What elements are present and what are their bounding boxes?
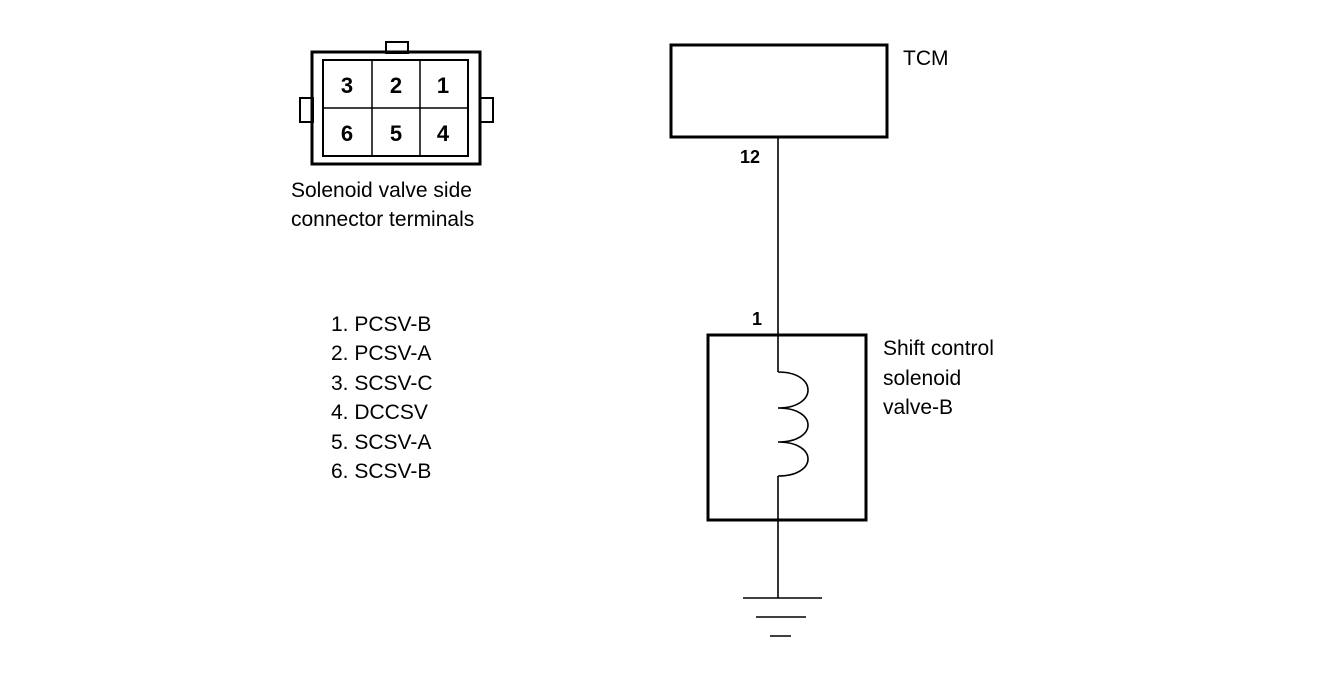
terminal-6: 6 <box>341 121 353 146</box>
terminal-2: 2 <box>390 73 402 98</box>
solenoid-label-line1: Shift control <box>883 337 994 360</box>
tcm-box <box>669 43 889 139</box>
solenoid-box <box>706 333 868 522</box>
legend-item: 4. DCCSV <box>331 401 428 424</box>
tcm-label: TCM <box>903 47 949 70</box>
connector-drawing: 3 2 1 6 5 4 <box>299 41 494 166</box>
connector-outer-housing <box>310 50 482 166</box>
connector-caption-line2: connector terminals <box>291 208 474 231</box>
legend-item: 6. SCSV-B <box>331 460 431 483</box>
solenoid-label-line3: valve-B <box>883 396 953 419</box>
legend-item: 5. SCSV-A <box>331 431 431 454</box>
legend-item: 1. PCSV-B <box>331 313 431 336</box>
legend-item: 3. SCSV-C <box>331 372 433 395</box>
terminal-legend: 1. PCSV-B 2. PCSV-A 3. SCSV-C 4. DCCSV 5… <box>331 313 433 483</box>
terminal-3: 3 <box>341 73 353 98</box>
solenoid-coil-icon <box>777 371 809 477</box>
terminal-4: 4 <box>437 121 450 146</box>
terminal-1: 1 <box>437 73 449 98</box>
legend-item: 2. PCSV-A <box>331 342 431 365</box>
ground-icon <box>743 597 822 637</box>
solenoid-label-line2: solenoid <box>883 367 961 390</box>
tcm-pin-number: 12 <box>740 147 760 167</box>
solenoid-pin-number: 1 <box>752 309 762 329</box>
terminal-5: 5 <box>390 121 402 146</box>
connector-caption-line1: Solenoid valve side <box>291 179 472 202</box>
connector-right-tab <box>479 97 494 123</box>
